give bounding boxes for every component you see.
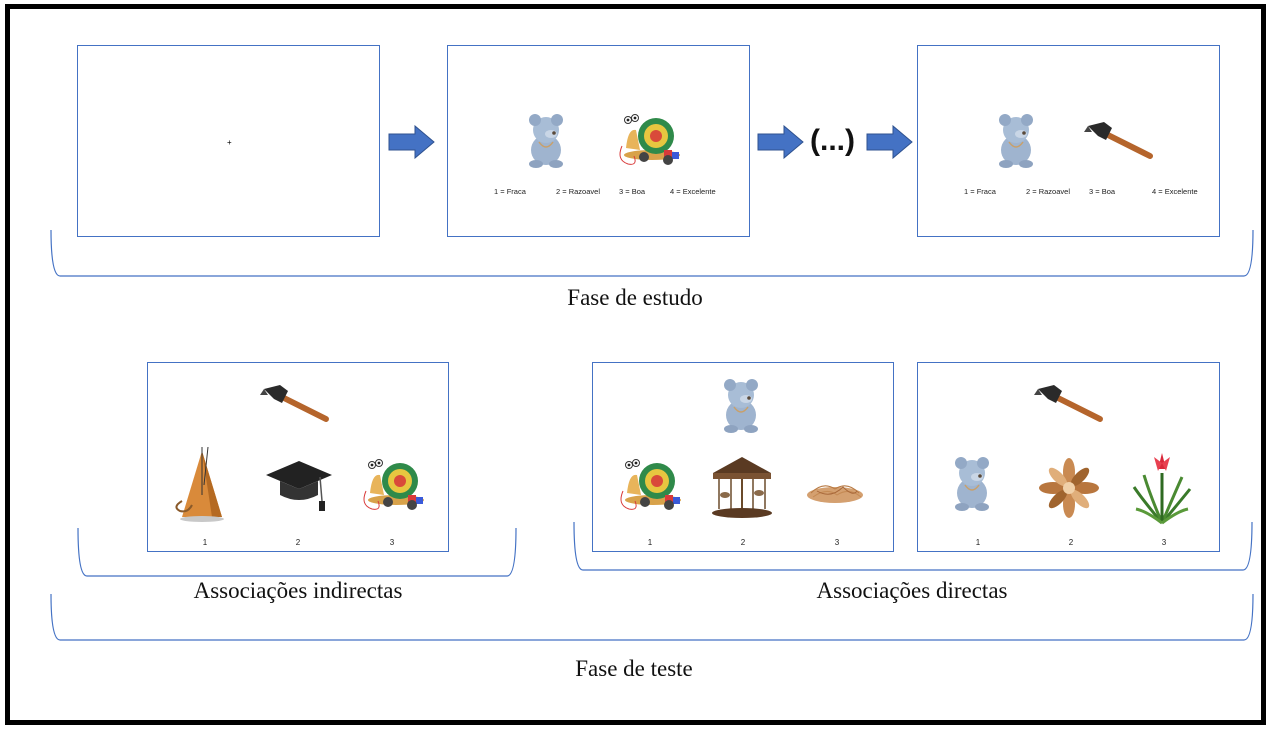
indirect-associations-caption: Associações indirectas (193, 578, 403, 603)
gift-bow-image (1039, 458, 1099, 518)
rubber-bands-image (807, 485, 863, 503)
option-number-1: 1 (647, 538, 653, 547)
rating-option-1: 1 = Fraca (494, 187, 526, 196)
option-number-1: 1 (202, 538, 208, 547)
study-phase-caption: Fase de estudo (567, 285, 703, 310)
bromeliad-plant-image (1132, 453, 1192, 525)
option-number-2: 2 (1068, 538, 1074, 547)
option-number-1: 1 (975, 538, 981, 547)
study-phase-bracket (50, 229, 1254, 277)
fixation-screen: + (77, 45, 380, 237)
rating-option-1: 1 = Fraca (964, 187, 996, 196)
direct-test-screen-2: 1 2 3 (917, 362, 1220, 552)
rating-option-3: 3 = Boa (1089, 187, 1116, 196)
study-trial-screen-1: 1 = Fraca 2 = Razoavel 3 = Boa 4 = Excel… (447, 45, 750, 237)
study-trial-screen-n: 1 = Fraca 2 = Razoavel 3 = Boa 4 = Excel… (917, 45, 1220, 237)
teddy-bear-image (724, 379, 758, 433)
hammer-image (1034, 385, 1103, 422)
indirect-test-screen: 1 2 3 (147, 362, 449, 552)
option-number-3: 3 (834, 538, 840, 547)
right-arrow-icon (388, 125, 435, 159)
direct-associations-bracket (573, 521, 1253, 571)
rating-option-2: 2 = Razoavel (556, 187, 600, 196)
fixation-cross: + (227, 138, 232, 147)
rating-option-2: 2 = Razoavel (1026, 187, 1070, 196)
right-arrow-icon (757, 125, 804, 159)
carousel-image (712, 457, 772, 518)
snail-toy-image (620, 459, 681, 510)
test-phase-caption: Fase de teste (575, 656, 693, 681)
figure-frame (5, 4, 1266, 725)
option-number-3: 3 (1161, 538, 1167, 547)
snail-toy-image (619, 114, 680, 165)
teddy-bear-image (999, 114, 1033, 168)
rating-option-4: 4 = Excelente (1152, 187, 1198, 196)
teddy-bear-image (529, 114, 563, 168)
rating-option-3: 3 = Boa (619, 187, 646, 196)
option-number-2: 2 (740, 538, 746, 547)
test-phase-bracket (50, 593, 1254, 641)
graduation-cap-image (266, 461, 332, 511)
indirect-associations-bracket (77, 527, 517, 577)
rating-option-4: 4 = Excelente (670, 187, 716, 196)
snail-toy-image (363, 459, 424, 510)
direct-associations-caption: Associações directas (816, 578, 1008, 603)
continuation-ellipsis: (...) (810, 124, 855, 157)
hammer-image (260, 385, 329, 422)
option-number-3: 3 (389, 538, 395, 547)
teddy-bear-image (955, 457, 989, 511)
right-arrow-icon (866, 125, 913, 159)
hammer-image (1084, 122, 1153, 159)
option-number-2: 2 (295, 538, 301, 547)
direct-test-screen-1: 1 2 3 (592, 362, 894, 552)
metronome-image (175, 446, 224, 522)
